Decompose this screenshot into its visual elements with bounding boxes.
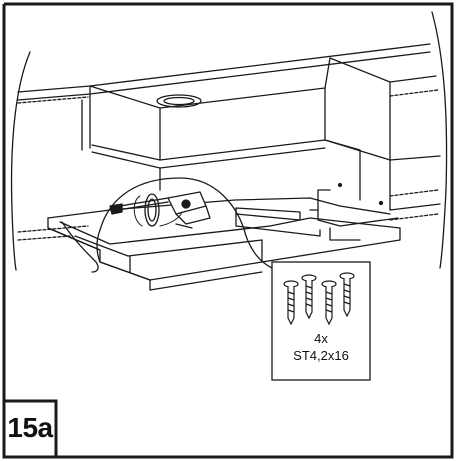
- outer-border: [4, 2, 454, 459]
- screw-4: [339, 272, 355, 318]
- screw-3: [321, 280, 337, 326]
- step-label-box: [2, 399, 58, 459]
- hardware-caption: 4x ST4,2x16: [272, 330, 370, 364]
- screw-2: [301, 274, 317, 320]
- hardware-quantity: 4x: [314, 331, 328, 346]
- cabinet-drawing: [10, 11, 448, 291]
- screw-set: [283, 272, 355, 326]
- step-number: 15a: [7, 412, 53, 443]
- screw-1: [283, 280, 299, 326]
- hardware-spec: ST4,2x16: [293, 348, 349, 363]
